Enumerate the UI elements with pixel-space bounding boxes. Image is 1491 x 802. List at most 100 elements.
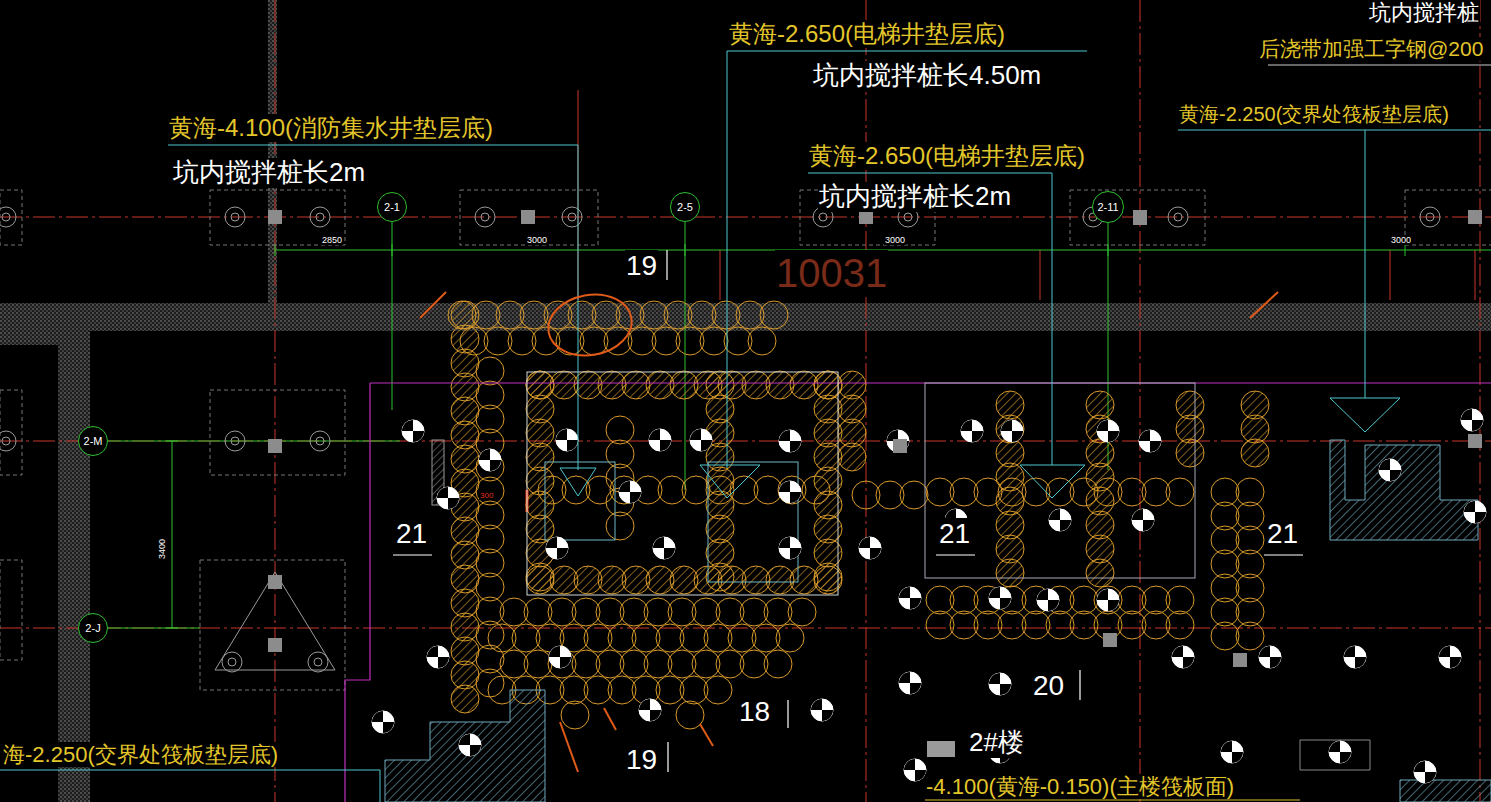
- pile-quadrant: [1048, 600, 1059, 611]
- pile-quadrant: [1221, 741, 1232, 752]
- pile-core: [231, 213, 239, 221]
- pile-cap: [210, 190, 345, 245]
- pile-quadrant: [1379, 459, 1390, 470]
- pile-outline: [475, 207, 495, 227]
- pile-quadrant: [1012, 431, 1023, 442]
- pile-quadrant: [549, 646, 560, 657]
- mixing-pile: [526, 563, 554, 591]
- retaining-wall: [0, 331, 90, 345]
- pile-quadrant: [690, 429, 701, 440]
- pile-quadrant: [490, 460, 501, 471]
- pile-core: [231, 437, 239, 445]
- pile-core: [1174, 213, 1182, 221]
- pile-symbol: [1329, 741, 1351, 763]
- pile-quadrant: [653, 537, 664, 548]
- pile-cap: [200, 560, 345, 690]
- mixing-pile: [706, 563, 734, 591]
- pile-outline: [1168, 207, 1188, 227]
- elevation-marker: [700, 465, 760, 498]
- dimension-text: 2850: [321, 235, 343, 245]
- dimension-tick: [166, 441, 178, 442]
- mixing-pile: [838, 443, 866, 471]
- mixing-pile: [1241, 439, 1269, 467]
- pile-symbol: [1097, 589, 1119, 611]
- column-square: [927, 741, 955, 757]
- pile-quadrant: [1049, 509, 1060, 520]
- dimension-tick: [166, 628, 178, 629]
- pile-quadrant: [790, 492, 801, 503]
- elevation-note: 海-2.250(交界处筏板垫层底): [2, 742, 279, 767]
- axis-line: [0, 441, 1491, 442]
- mixing-pile: [451, 685, 479, 713]
- pile-core: [904, 213, 912, 221]
- pit-boundary: [345, 383, 370, 802]
- wall-outline: [1300, 740, 1370, 770]
- pile-symbol: [1221, 741, 1243, 763]
- elevation-leader: [727, 51, 728, 468]
- pile-quadrant: [437, 487, 448, 498]
- mixing-pile: [1166, 478, 1194, 506]
- pile-outline: [562, 207, 582, 227]
- pile-quadrant: [649, 429, 660, 440]
- column-square: [521, 210, 535, 224]
- section-underline: [393, 554, 432, 555]
- pile-symbol: [1344, 646, 1366, 668]
- elevation-marker: [1330, 398, 1400, 432]
- mixing-pile: [776, 624, 804, 652]
- pile-quadrant: [660, 440, 671, 451]
- mixing-pile: [561, 701, 589, 729]
- pile-quadrant: [1232, 752, 1243, 763]
- elevation-marker: [1020, 465, 1085, 498]
- axis-line: [1480, 0, 1481, 802]
- pile-symbol: [1464, 501, 1486, 523]
- pile-quadrant: [790, 441, 801, 452]
- section-number: 19: [625, 744, 658, 776]
- mixing-pile: [764, 650, 792, 678]
- pile-quadrant: [1060, 520, 1071, 531]
- pile-symbol: [1001, 420, 1023, 442]
- foundation-hatch: [1330, 440, 1478, 540]
- dimension-text: 3000: [884, 235, 906, 245]
- pile-quadrant: [479, 449, 490, 460]
- pile-outline: [0, 207, 16, 227]
- retaining-wall: [0, 303, 1491, 331]
- pile-quadrant: [1461, 409, 1472, 420]
- pile-quadrant: [822, 710, 833, 721]
- pile-quadrant: [972, 431, 983, 442]
- pile-cap-layer: [0, 190, 1491, 690]
- pile-quadrant: [1150, 441, 1161, 452]
- faded-number: 10031: [775, 250, 888, 296]
- column-square: [1103, 633, 1117, 647]
- pile-core: [2, 437, 10, 445]
- pile-core: [1426, 213, 1434, 221]
- elevation-leader: [1178, 130, 1491, 131]
- dimension-text: 3400: [157, 538, 167, 560]
- pile-quadrant: [1108, 431, 1119, 442]
- pile-cap: [210, 390, 345, 475]
- pile-symbol: [779, 481, 801, 503]
- elevation-note: 黄海-4.100(消防集水井垫层底): [168, 114, 494, 142]
- axis-label: 2-5: [677, 202, 693, 213]
- pile-quadrant: [790, 548, 801, 559]
- pile-symbol: [402, 420, 424, 442]
- note-underline: [925, 800, 1300, 801]
- mixing-pile: [900, 481, 928, 509]
- pit-outline: [708, 462, 798, 582]
- pile-note: 坑内搅拌桩: [1368, 0, 1480, 25]
- mixing-pile: [760, 301, 788, 329]
- pile-symbol: [989, 587, 1011, 609]
- pile-quadrant: [779, 537, 790, 548]
- bubble-leader: [392, 222, 393, 410]
- pit-outline: [527, 372, 838, 595]
- pile-quadrant: [859, 537, 870, 548]
- review-stroke: [700, 724, 713, 746]
- mixing-pile: [748, 327, 776, 355]
- dimension-tick: [275, 244, 276, 256]
- mixing-pile: [1166, 586, 1194, 614]
- dimension-tick: [1405, 244, 1406, 256]
- bubble-leader: [108, 441, 400, 442]
- note-underline: [1268, 65, 1491, 66]
- pile-cap: [460, 190, 598, 245]
- pile-quadrant: [1270, 657, 1281, 668]
